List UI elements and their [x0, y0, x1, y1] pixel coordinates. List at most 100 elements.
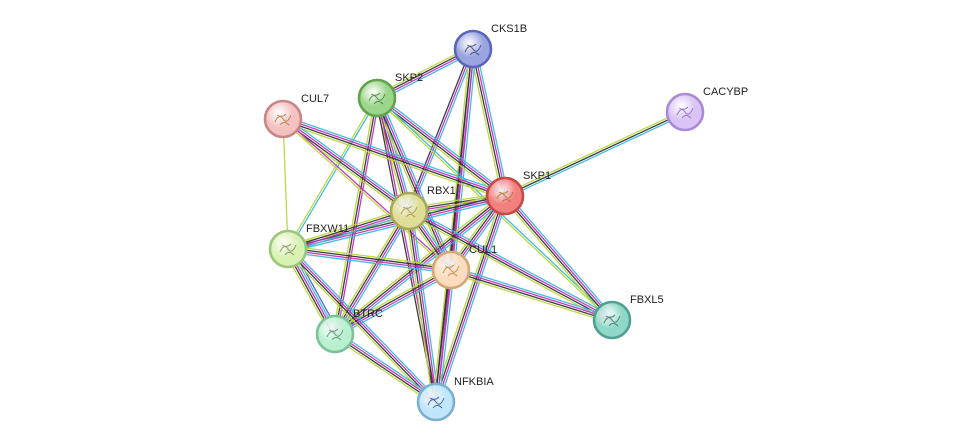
edge-strand	[283, 115, 507, 194]
protein-structure-icon	[326, 328, 344, 341]
edge-strand	[287, 209, 410, 249]
edge-strand	[282, 117, 506, 196]
edge-strand	[407, 211, 613, 322]
edge-strand	[333, 209, 409, 335]
node-label: NFKBIA	[454, 376, 494, 388]
edge-skp1-nfkbia[interactable]	[432, 194, 509, 404]
edge-cks1b-skp1[interactable]	[469, 47, 509, 198]
edge-strand	[432, 194, 503, 402]
edge-rbx1-fbxl5[interactable]	[406, 207, 615, 324]
edge-strand	[505, 194, 614, 320]
edge-strand	[432, 268, 449, 403]
edge-strand	[436, 195, 507, 403]
edge-strand	[407, 210, 436, 403]
edge-strand	[505, 113, 687, 199]
edge-strand	[377, 96, 453, 271]
edge-cacybp-skp1[interactable]	[503, 109, 687, 199]
edge-strand	[406, 213, 612, 324]
protein-structure-icon	[279, 243, 297, 256]
edge-strand	[333, 268, 452, 334]
protein-structure-icon	[400, 205, 418, 218]
edge-cul1-fbxl5[interactable]	[449, 266, 614, 324]
edge-strand	[450, 270, 613, 322]
edge-strand	[332, 266, 451, 332]
node-label: RBX1	[427, 185, 456, 197]
edge-strand	[409, 210, 438, 403]
protein-structure-icon	[496, 190, 514, 203]
node-label: BTRC	[353, 308, 383, 320]
edge-strand	[504, 111, 686, 197]
edge-strand	[287, 249, 452, 272]
node-rbx1[interactable]: RBX1	[389, 185, 456, 231]
node-cul1[interactable]: CUL1	[431, 244, 497, 290]
edge-strand	[438, 269, 455, 404]
edge-strand	[336, 330, 439, 401]
node-cacybp[interactable]: CACYBP	[665, 86, 748, 132]
edge-strand	[287, 247, 452, 270]
edge-strand	[375, 98, 506, 198]
edge-strand	[405, 210, 434, 404]
protein-structure-icon	[676, 106, 694, 119]
edge-strand	[450, 268, 613, 320]
node-cks1b[interactable]: CKS1B	[453, 23, 527, 69]
edge-strand	[335, 272, 454, 338]
edge-strand	[281, 121, 505, 200]
edge-strand	[287, 211, 410, 251]
edge-rbx1-fbxw11[interactable]	[286, 207, 411, 253]
edge-strand	[332, 96, 376, 335]
edge-strand	[438, 196, 509, 404]
node-skp2[interactable]: SKP2	[357, 72, 423, 118]
edge-fbxw11-nfkbia[interactable]	[285, 246, 439, 405]
node-label: CKS1B	[491, 23, 527, 35]
edge-rbx1-nfkbia[interactable]	[405, 209, 440, 404]
edge-strand	[284, 115, 412, 210]
edge-skp2-fbxw11[interactable]	[286, 96, 379, 251]
edge-skp2-skp1[interactable]	[374, 94, 508, 200]
edge-strand	[282, 117, 411, 211]
edge-cul1-fbxw11[interactable]	[286, 245, 453, 274]
edge-cul7-skp1[interactable]	[281, 115, 507, 200]
edge-strand	[336, 97, 380, 336]
edge-strand	[287, 245, 453, 268]
node-label: SKP1	[523, 170, 551, 182]
node-label: CACYBP	[703, 86, 748, 98]
edge-strand	[379, 96, 455, 270]
edge-strand	[286, 251, 452, 274]
edge-strand	[334, 270, 453, 336]
edge-cul1-nfkbia[interactable]	[432, 268, 455, 404]
node-label: SKP2	[395, 72, 423, 84]
node-fbxw11[interactable]: FBXW11	[268, 223, 349, 269]
node-skp1[interactable]: SKP1	[485, 170, 551, 216]
edge-skp1-fbxl5[interactable]	[501, 193, 616, 323]
edge-strand	[335, 196, 507, 336]
edge-strand	[286, 249, 436, 404]
edge-strand	[288, 247, 438, 402]
node-label: CUL7	[301, 93, 329, 105]
edge-btrc-nfkbia[interactable]	[332, 330, 439, 406]
node-cul7[interactable]: CUL7	[263, 93, 329, 139]
edge-strand	[471, 48, 505, 197]
edge-strand	[282, 119, 506, 198]
edge-strand	[288, 97, 379, 251]
edge-cul7-fbxw11[interactable]	[282, 118, 289, 250]
edge-strand	[501, 197, 611, 323]
edge-skp2-btrc[interactable]	[332, 96, 380, 336]
edge-strand	[475, 47, 509, 196]
edge-strand	[408, 48, 474, 212]
node-nfkbia[interactable]: NFKBIA	[416, 376, 494, 422]
node-label: FBXW11	[306, 223, 349, 235]
node-btrc[interactable]: BTRC	[315, 308, 383, 354]
edge-strand	[288, 213, 411, 253]
node-label: CUL1	[469, 244, 497, 256]
edge-strand	[409, 207, 615, 318]
protein-structure-icon	[368, 92, 386, 105]
edge-strand	[332, 335, 435, 406]
edge-skp2-cul1[interactable]	[373, 96, 455, 272]
edge-strand	[408, 209, 614, 320]
node-fbxl5[interactable]: FBXL5	[592, 294, 664, 340]
edge-strand	[333, 334, 437, 404]
edge-strand	[473, 48, 507, 197]
edge-cul7-cul1[interactable]	[281, 117, 453, 272]
protein-structure-icon	[427, 396, 445, 409]
